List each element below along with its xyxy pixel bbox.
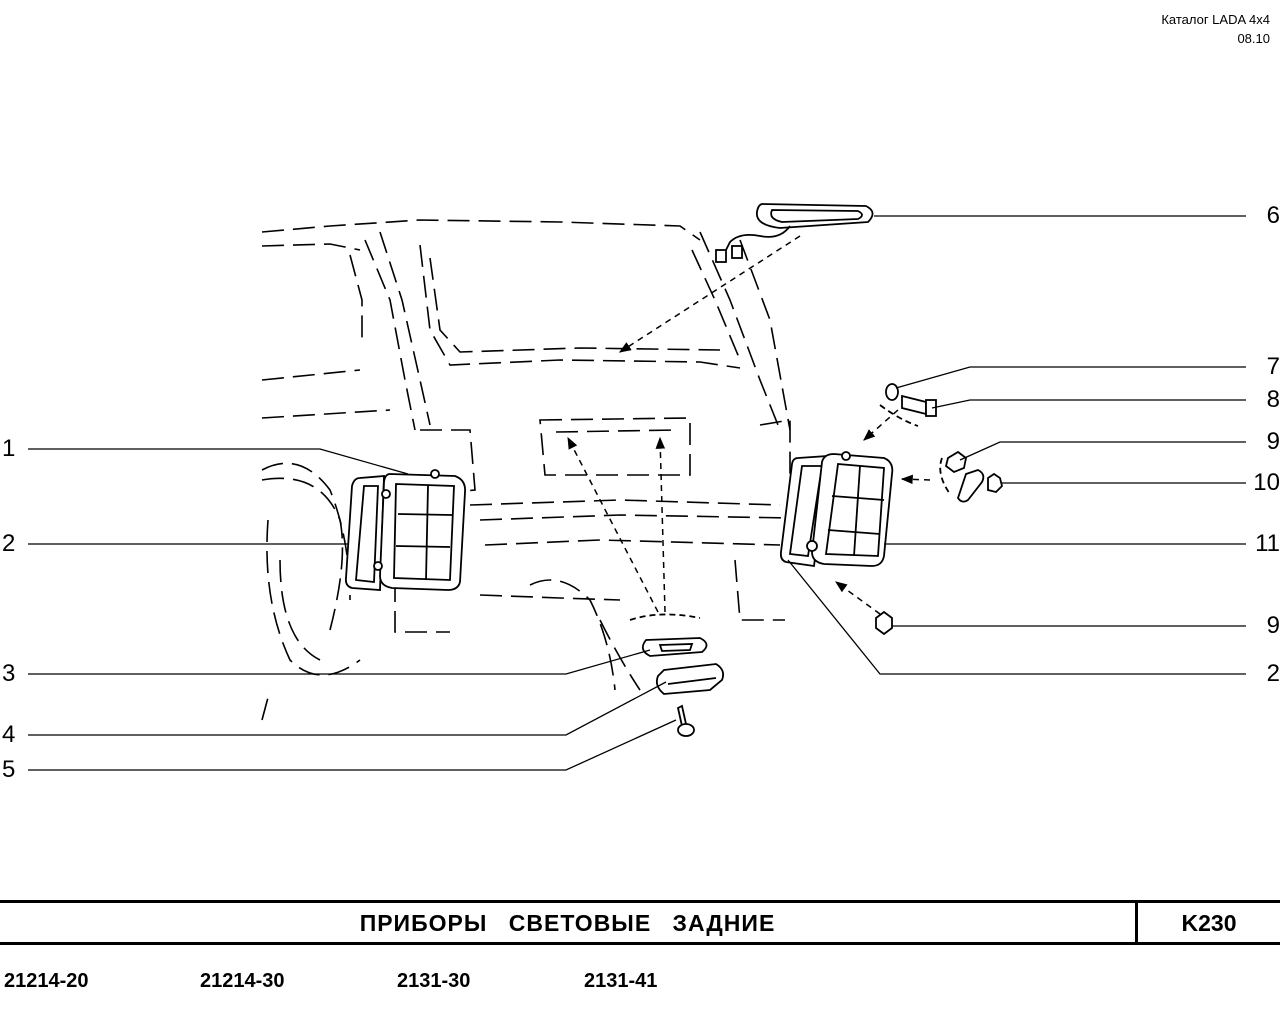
parts-diagram — [28, 203, 1246, 771]
header-date: 08.10 — [1237, 31, 1270, 46]
fastener-7-8 — [879, 383, 937, 427]
header-catalog: Каталог LADA 4х4 — [1161, 12, 1270, 27]
high-stop-lamp — [715, 203, 874, 263]
callout-8: 8 — [1266, 386, 1280, 413]
leader-lines — [28, 215, 1246, 771]
title-divider — [1135, 903, 1138, 942]
fastener-9-lower — [875, 610, 893, 636]
right-tail-lamp — [779, 451, 894, 568]
callout-11: 11 — [1255, 530, 1280, 557]
title-block: ПРИБОРЫ СВЕТОВЫЕ ЗАДНИЕ K230 — [0, 900, 1280, 945]
vehicle-outline — [261, 219, 791, 721]
model-2131-30: 2131-30 — [397, 970, 471, 992]
callout-2-right: 2 — [1266, 660, 1280, 687]
model-2131-41: 2131-41 — [584, 970, 658, 992]
callout-10: 10 — [1253, 469, 1280, 496]
callout-7: 7 — [1266, 353, 1280, 380]
page-code: K230 — [1181, 910, 1237, 936]
fastener-9-10 — [939, 450, 1003, 503]
callout-1: 1 — [2, 435, 16, 462]
model-21214-20: 21214-20 — [4, 970, 89, 992]
model-21214-30: 21214-30 — [200, 970, 285, 992]
callout-3: 3 — [2, 660, 16, 687]
callout-4: 4 — [2, 721, 16, 748]
assembly-arrows — [567, 235, 931, 615]
callout-9-lower: 9 — [1266, 612, 1280, 639]
left-tail-lamp — [344, 469, 466, 591]
page-title: ПРИБОРЫ СВЕТОВЫЕ ЗАДНИЕ — [359, 910, 776, 936]
callout-6: 6 — [1266, 202, 1280, 229]
callout-5: 5 — [2, 756, 16, 783]
callout-2-left: 2 — [2, 530, 16, 557]
license-plate-lamp — [629, 613, 725, 737]
callout-9-upper: 9 — [1266, 428, 1280, 455]
